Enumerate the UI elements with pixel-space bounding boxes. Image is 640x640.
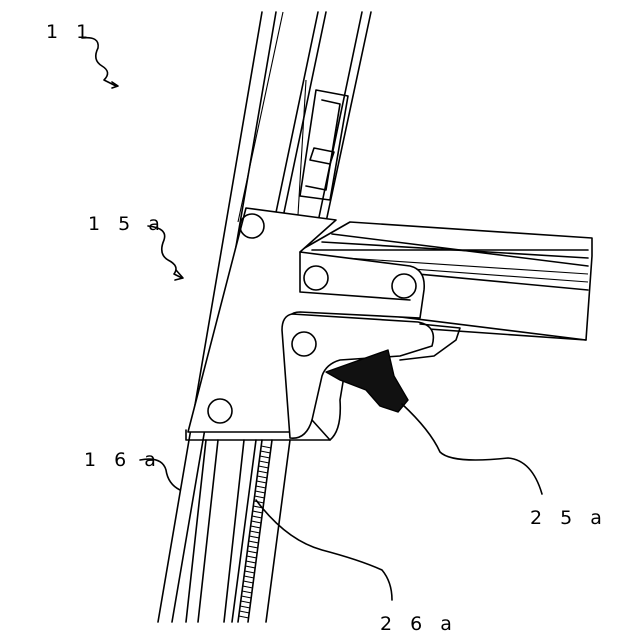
label-25a: 2 5 a bbox=[530, 507, 608, 529]
label-15a: 1 5 a bbox=[88, 213, 166, 235]
toothed-rack bbox=[238, 440, 272, 622]
label-16a: 1 6 a bbox=[84, 449, 162, 471]
label-11: 1 1 bbox=[46, 21, 94, 43]
label-26a: 2 6 a bbox=[380, 613, 458, 635]
